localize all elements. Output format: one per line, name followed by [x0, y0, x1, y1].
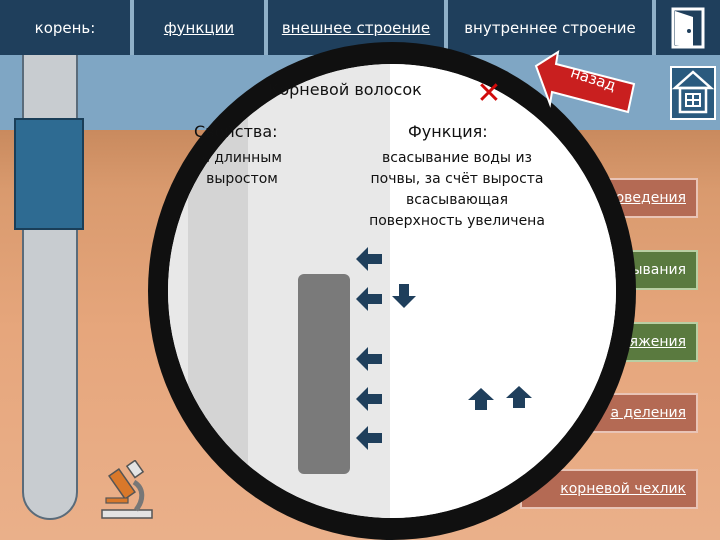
exit-button[interactable]	[656, 0, 720, 55]
door-exit-icon	[671, 7, 705, 48]
zone-absorption-label: ывания	[631, 262, 686, 278]
function-heading: Функция:	[408, 122, 488, 141]
tab-external-structure-label: внешнее строение	[281, 18, 431, 37]
tab-functions[interactable]: функции	[134, 0, 268, 55]
magnifier-view	[168, 64, 616, 518]
arrow-icon	[354, 245, 384, 277]
microscope-icon	[96, 459, 156, 522]
magnifier-popup: Корневой волосок Свойства: Функция: с дл…	[148, 42, 636, 540]
tab-root: корень:	[0, 0, 134, 55]
zone-division-label: а деления	[610, 405, 686, 421]
back-arrow-icon	[534, 49, 636, 114]
arrow-icon	[354, 424, 384, 456]
function-text: всасывание воды из почвы, за счёт вырост…	[369, 150, 545, 229]
home-window-icon	[672, 70, 714, 114]
tab-root-label: корень:	[34, 18, 96, 37]
zone-elongation-label: тяжения	[621, 334, 686, 350]
close-icon[interactable]: ✕	[476, 76, 502, 111]
arrow-icon	[504, 384, 534, 414]
function-panel	[390, 64, 616, 518]
arrow-icon	[354, 345, 384, 377]
back-button[interactable]: назад	[532, 48, 638, 120]
home-button[interactable]	[670, 66, 716, 120]
top-navigation: корень: функции внешнее строение внутрен…	[0, 0, 720, 55]
root-hair-illustration	[298, 274, 350, 474]
properties-text: с длинным выростом	[202, 150, 282, 187]
cell-illustration	[188, 94, 248, 518]
tab-internal-structure[interactable]: внутреннее строение	[448, 0, 656, 55]
popup-title: Корневой волосок	[268, 80, 422, 99]
tab-internal-structure-label: внутреннее строение	[464, 18, 636, 37]
arrow-icon	[388, 282, 420, 314]
arrow-icon	[466, 386, 496, 416]
tab-functions-label: функции	[163, 18, 235, 37]
arrow-icon	[354, 285, 384, 317]
root-band-illustration	[14, 118, 84, 230]
arrow-icon	[354, 385, 384, 417]
zone-conduction-label: оведения	[615, 190, 686, 206]
properties-heading: Свойства:	[194, 122, 278, 141]
